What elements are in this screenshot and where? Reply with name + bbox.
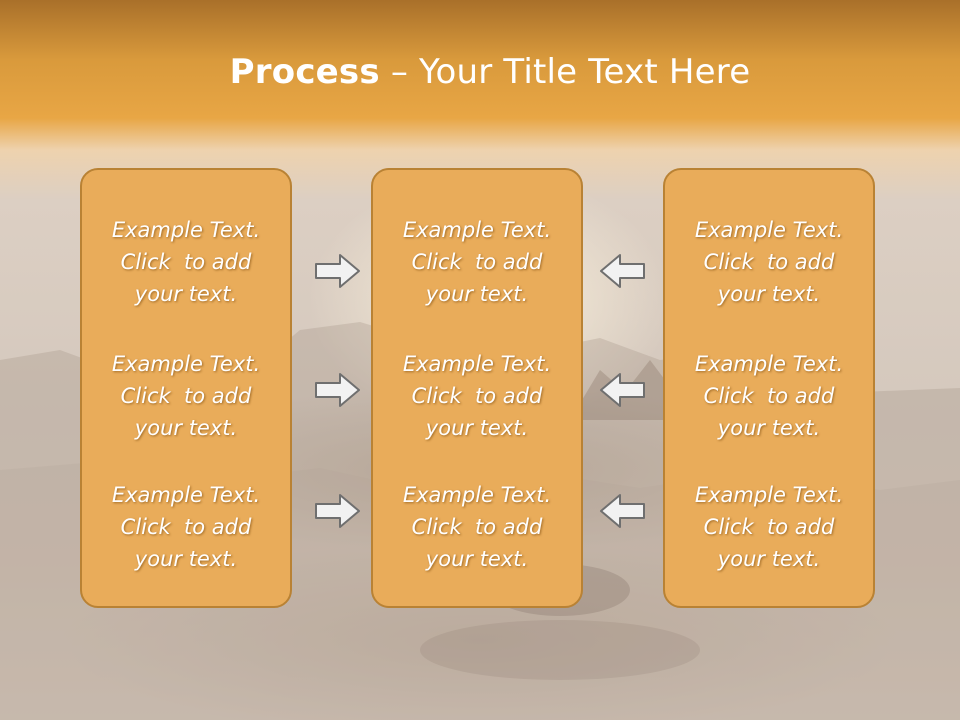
title-dash: – [390,52,409,92]
text-line: your text. [134,282,238,306]
text-placeholder[interactable]: Example Text. Click to add your text. [665,479,873,575]
title-text: Your Title Text Here [419,52,751,92]
text-line: Example Text. [402,352,552,376]
left-arrow-icon[interactable] [598,371,646,409]
process-box-left[interactable]: Example Text. Click to add your text. Ex… [80,168,292,608]
text-line: Click to add [411,515,543,539]
text-line: Click to add [703,384,835,408]
text-line: Click to add [120,515,252,539]
text-line: your text. [425,416,529,440]
text-line: Example Text. [694,218,844,242]
text-line: Click to add [411,384,543,408]
text-placeholder[interactable]: Example Text. Click to add your text. [82,348,290,444]
text-placeholder[interactable]: Example Text. Click to add your text. [373,479,581,575]
text-line: your text. [425,282,529,306]
slide-title[interactable]: Process – Your Title Text Here [0,52,960,92]
text-line: Example Text. [111,352,261,376]
text-placeholder[interactable]: Example Text. Click to add your text. [82,479,290,575]
text-line: Click to add [120,250,252,274]
text-line: your text. [134,547,238,571]
text-line: Click to add [703,250,835,274]
text-placeholder[interactable]: Example Text. Click to add your text. [373,348,581,444]
right-arrow-icon[interactable] [314,492,362,530]
text-line: your text. [425,547,529,571]
text-line: your text. [717,547,821,571]
process-box-right[interactable]: Example Text. Click to add your text. Ex… [663,168,875,608]
title-bold: Process [229,52,380,92]
text-line: Click to add [703,515,835,539]
right-arrow-icon[interactable] [314,371,362,409]
text-line: your text. [134,416,238,440]
left-arrow-icon[interactable] [598,492,646,530]
text-line: Click to add [411,250,543,274]
text-placeholder[interactable]: Example Text. Click to add your text. [665,348,873,444]
text-placeholder[interactable]: Example Text. Click to add your text. [665,214,873,310]
left-arrow-icon[interactable] [598,252,646,290]
text-line: Click to add [120,384,252,408]
text-placeholder[interactable]: Example Text. Click to add your text. [82,214,290,310]
text-line: Example Text. [111,483,261,507]
process-box-center[interactable]: Example Text. Click to add your text. Ex… [371,168,583,608]
text-line: Example Text. [402,218,552,242]
right-arrow-icon[interactable] [314,252,362,290]
text-line: Example Text. [402,483,552,507]
text-line: your text. [717,282,821,306]
text-line: Example Text. [694,352,844,376]
text-line: Example Text. [694,483,844,507]
text-line: Example Text. [111,218,261,242]
text-placeholder[interactable]: Example Text. Click to add your text. [373,214,581,310]
text-line: your text. [717,416,821,440]
